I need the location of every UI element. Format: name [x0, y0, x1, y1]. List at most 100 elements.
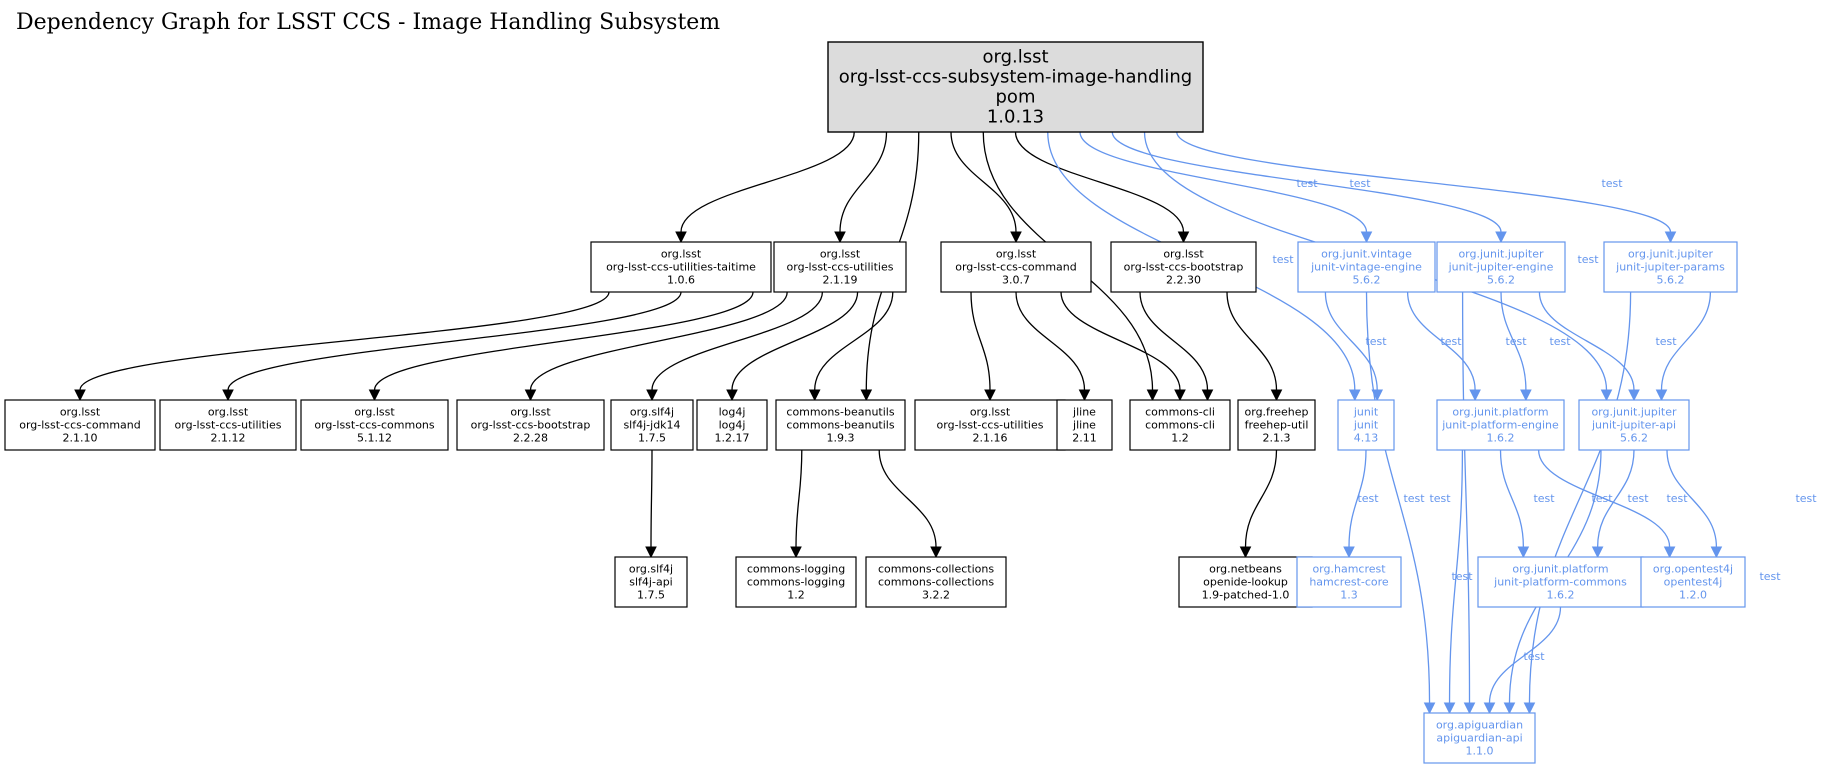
node-label-line: org-lsst-ccs-subsystem-image-handling	[839, 67, 1192, 88]
node-box	[159, 399, 297, 451]
node-label-line: 1.2	[787, 589, 805, 602]
edge-bootstrap2230-to-freehep	[1226, 291, 1283, 402]
edge-arrowhead	[984, 389, 996, 402]
node-label-line: org.apiguardian	[1436, 719, 1523, 732]
edge-arrowhead	[1655, 389, 1668, 402]
edge-line	[878, 449, 937, 548]
node-label-line: 5.6.2	[1487, 274, 1515, 287]
edge-root-to-taitime	[675, 131, 855, 244]
node-box	[1578, 399, 1690, 451]
node-jupiterparams[interactable]: org.junit.jupiterjunit-jupiter-params5.6…	[1603, 241, 1738, 293]
edge-line	[1448, 449, 1464, 704]
edge-arrowhead	[1710, 546, 1723, 559]
edge-line	[1324, 291, 1378, 391]
edge-arrowhead	[1146, 389, 1159, 402]
node-label-line: junit-jupiter-engine	[1448, 261, 1554, 274]
edge-command307-to-utilities2116	[970, 291, 996, 402]
edge-line	[795, 449, 803, 548]
edge-root-to-jupiterparams: test	[1176, 131, 1677, 244]
edge-root-to-jupiterengine: test	[1111, 131, 1507, 244]
node-box	[1436, 241, 1566, 293]
node-label-line: log4j	[719, 406, 746, 419]
node-box	[1477, 556, 1644, 608]
node-box	[1129, 399, 1231, 451]
edge-arrowhead	[675, 231, 687, 244]
node-box	[1056, 399, 1113, 451]
edge-root-to-command307	[950, 131, 1022, 244]
edge-line	[1060, 291, 1181, 391]
node-label-line: 5.6.2	[1620, 432, 1648, 445]
edge-arrowhead	[74, 389, 86, 402]
node-label-line: 2.1.16	[973, 432, 1008, 445]
edge-label: test	[1272, 253, 1294, 266]
node-label-line: org-lsst-ccs-commons	[314, 419, 435, 432]
node-label-line: org.junit.jupiter	[1628, 248, 1714, 261]
edge-line	[680, 131, 855, 233]
edge-arrowhead	[1628, 389, 1640, 402]
edge-line	[1111, 131, 1502, 233]
node-collections[interactable]: commons-collectionscommons-collections3.…	[865, 556, 1007, 608]
node-label-line: 1.6.2	[1547, 589, 1575, 602]
node-jupiterengine[interactable]: org.junit.jupiterjunit-jupiter-engine5.6…	[1436, 241, 1566, 293]
node-vintage[interactable]: org.junit.vintagejunit-vintage-engine5.6…	[1297, 241, 1436, 293]
graph-title: Dependency Graph for LSST CCS - Image Ha…	[16, 10, 720, 35]
edge-arrowhead	[1174, 389, 1186, 402]
node-box	[1337, 399, 1395, 451]
node-label-line: 4.13	[1354, 432, 1379, 445]
node-taitime[interactable]: org.lsstorg-lsst-ccs-utilities-taitime1.…	[590, 241, 772, 293]
node-box	[610, 399, 694, 451]
edge-line	[227, 291, 682, 391]
node-openide[interactable]: org.netbeansopenide-lookup1.9-patched-1.…	[1178, 556, 1313, 608]
node-platformcommons[interactable]: org.junit.platformjunit-platform-commons…	[1477, 556, 1644, 608]
edge-line	[1176, 131, 1672, 233]
node-box	[1110, 241, 1257, 293]
node-label-line: org.hamcrest	[1312, 563, 1386, 576]
edge-arrowhead	[524, 389, 537, 402]
node-root[interactable]: org.lsstorg-lsst-ccs-subsystem-image-han…	[827, 41, 1204, 133]
edge-line	[1488, 606, 1562, 704]
node-label-line: org.lsst	[820, 248, 861, 261]
node-label-line: commons-cli	[1145, 419, 1215, 432]
edge-line	[1226, 291, 1278, 391]
node-label-line: org-lsst-ccs-utilities-taitime	[606, 261, 756, 274]
edge-arrowhead	[1520, 389, 1532, 402]
edge-label: test	[1429, 492, 1451, 505]
edge-command307-to-commonscli	[1060, 291, 1186, 402]
node-platformengine[interactable]: org.junit.platformjunit-platform-engine1…	[1436, 399, 1565, 451]
node-label-line: org.junit.platform	[1512, 563, 1608, 576]
node-label-line: org-lsst-ccs-command	[19, 419, 141, 432]
edge-line	[650, 449, 653, 548]
node-label-line: org-lsst-ccs-utilities	[787, 261, 894, 274]
node-label-line: org.junit.jupiter	[1591, 406, 1677, 419]
edge-line	[970, 291, 991, 391]
edge-jupiterapi-to-opentest4j: test	[1666, 449, 1723, 559]
node-label-line: junit-jupiter-api	[1591, 419, 1676, 432]
node-label-line: 1.7.5	[638, 432, 666, 445]
edge-label: test	[1505, 335, 1527, 348]
node-label-line: org.junit.jupiter	[1458, 248, 1544, 261]
edge-line	[1244, 449, 1278, 548]
edge-label: test	[1591, 492, 1613, 505]
edge-arrowhead	[1239, 546, 1252, 559]
